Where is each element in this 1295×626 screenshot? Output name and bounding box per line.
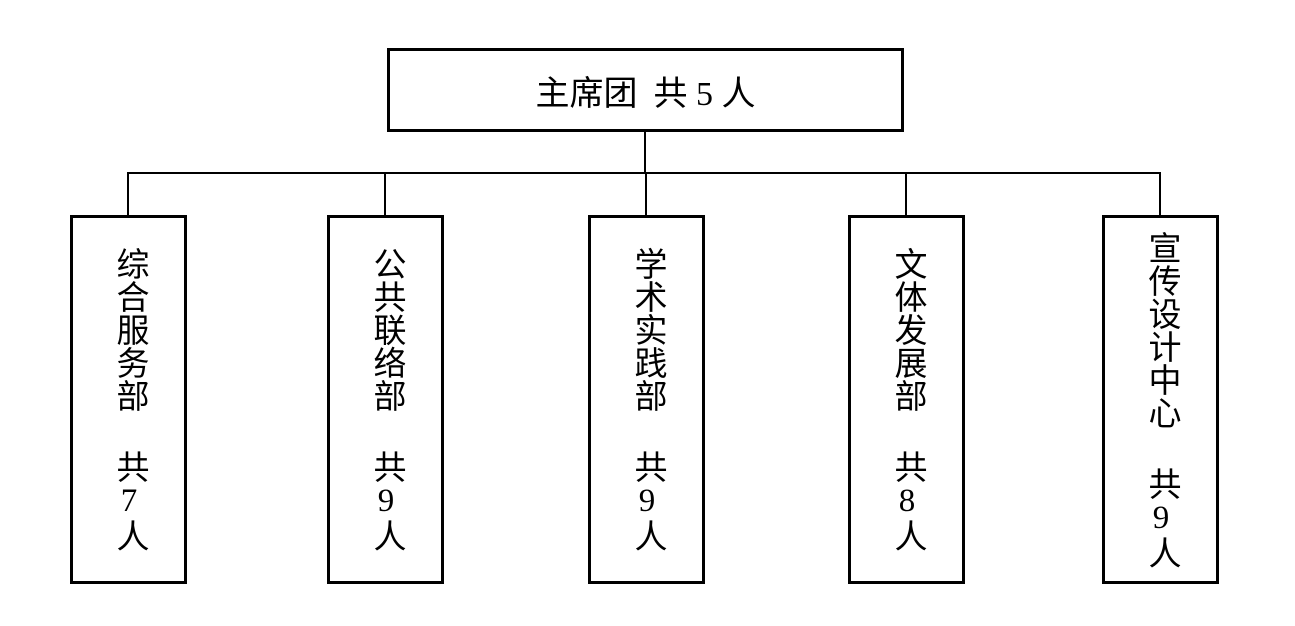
dept-name: 文体发展部: [889, 247, 925, 412]
dept-name: 宣传设计中心: [1143, 230, 1179, 429]
dept-node-box-3: 学术实践部 共9人: [588, 215, 705, 584]
dept-total: 共9人: [368, 450, 404, 552]
connector-root-stub: [644, 131, 646, 173]
connector-drop-4: [905, 173, 907, 216]
dept-total: 共7人: [111, 450, 147, 552]
connector-horizontal-rail: [127, 172, 1161, 174]
dept-name: 学术实践部: [629, 247, 665, 412]
connector-drop-5: [1159, 173, 1161, 216]
connector-drop-3: [645, 173, 647, 216]
root-node-name: 主席团: [535, 75, 638, 113]
dept-total: 共9人: [629, 450, 665, 552]
dept-node-box-2: 公共联络部 共9人: [327, 215, 444, 584]
root-node-box: 主席团 共 5 人: [387, 48, 904, 132]
dept-total: 共9人: [1143, 466, 1179, 569]
dept-total: 共8人: [889, 450, 925, 552]
connector-drop-1: [127, 173, 129, 216]
root-node-total: 共 5 人: [653, 75, 756, 113]
dept-name: 综合服务部: [111, 247, 147, 412]
connector-drop-2: [384, 173, 386, 216]
dept-node-box-1: 综合服务部 共7人: [70, 215, 187, 584]
dept-name: 公共联络部: [368, 247, 404, 412]
dept-node-box-4: 文体发展部 共8人: [848, 215, 965, 584]
dept-node-box-5: 宣传设计中心 共9人: [1102, 215, 1219, 584]
